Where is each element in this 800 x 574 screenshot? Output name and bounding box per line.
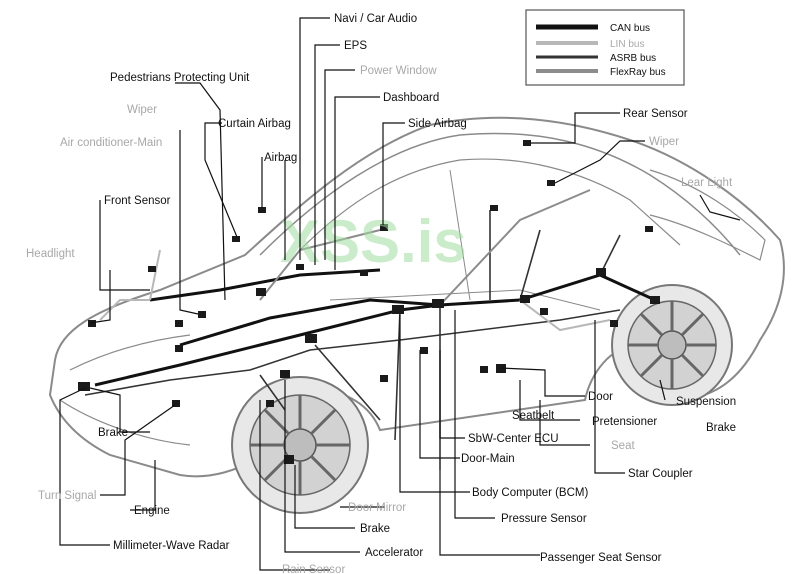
label-star-coupler: Star Coupler — [628, 468, 693, 480]
label-side-airbag: Side Airbag — [408, 118, 467, 130]
car-roof-line — [259, 132, 741, 256]
label-passenger-seat-sensor: Passenger Seat Sensor — [540, 552, 662, 564]
label-body-computer: Body Computer (BCM) — [472, 487, 588, 499]
label-navi: Navi / Car Audio — [334, 13, 417, 25]
car-window-line — [299, 158, 681, 251]
label-millimeter-wave-radar: Millimeter-Wave Radar — [113, 540, 230, 552]
label-brake-right: Brake — [706, 422, 736, 434]
car-front-bumper — [59, 334, 191, 446]
label-power-window: Power Window — [360, 65, 437, 77]
label-brake-bottom: Brake — [360, 523, 390, 535]
label-headlight: Headlight — [26, 248, 75, 260]
label-front-sensor: Front Sensor — [104, 195, 171, 207]
component-labels: Navi / Car Audio EPS Pedestrians Protect… — [26, 13, 736, 574]
label-turn-signal: Turn Signal — [38, 490, 96, 502]
asrb-bus-lines — [84, 210, 621, 470]
label-wiper-front: Wiper — [127, 104, 157, 116]
bus-legend: CAN bus LIN bus ASRB bus FlexRay bus — [525, 9, 685, 86]
label-lear-light: Lear Light — [681, 177, 733, 189]
label-pedestrian-unit: Pedestrians Protecting Unit — [110, 72, 250, 84]
label-door-main: Door-Main — [461, 453, 515, 465]
label-door-mirror: Door Mirror — [348, 502, 406, 514]
label-pressure-sensor: Pressure Sensor — [501, 513, 587, 525]
label-engine: Engine — [134, 505, 170, 517]
legend-label-flexray: FlexRay bus — [610, 67, 666, 78]
lin-bus-lines — [99, 249, 611, 332]
legend-label-can: CAN bus — [610, 23, 650, 34]
label-suspension: Suspension — [676, 396, 736, 408]
label-brake-left: Brake — [98, 427, 128, 439]
label-air-conditioner: Air conditioner-Main — [60, 137, 162, 149]
rear-wheel — [611, 284, 733, 406]
label-eps: EPS — [344, 40, 367, 52]
watermark-text: XSS.is — [280, 208, 467, 275]
label-door: Door — [588, 391, 613, 403]
legend-label-lin: LIN bus — [610, 39, 644, 50]
legend-label-asrb: ASRB bus — [610, 53, 656, 64]
label-rain-sensor: Rain Sensor — [282, 564, 345, 574]
label-seat: Seat — [611, 440, 635, 452]
front-wheel — [231, 376, 369, 514]
label-seatbelt: Seatbelt — [512, 410, 555, 422]
label-sbw-ecu: SbW-Center ECU — [468, 433, 559, 445]
label-airbag: Airbag — [264, 152, 297, 164]
label-dashboard: Dashboard — [383, 92, 439, 104]
label-rear-sensor: Rear Sensor — [623, 108, 688, 120]
label-pretensioner: Pretensioner — [592, 416, 657, 428]
label-curtain-airbag: Curtain Airbag — [218, 118, 291, 130]
ecu-nodes — [78, 140, 660, 464]
label-wiper-rear: Wiper — [649, 136, 679, 148]
label-accelerator: Accelerator — [365, 547, 423, 559]
car-door-line — [329, 169, 601, 311]
leader-lines — [59, 17, 741, 571]
car-trunk — [649, 169, 766, 261]
